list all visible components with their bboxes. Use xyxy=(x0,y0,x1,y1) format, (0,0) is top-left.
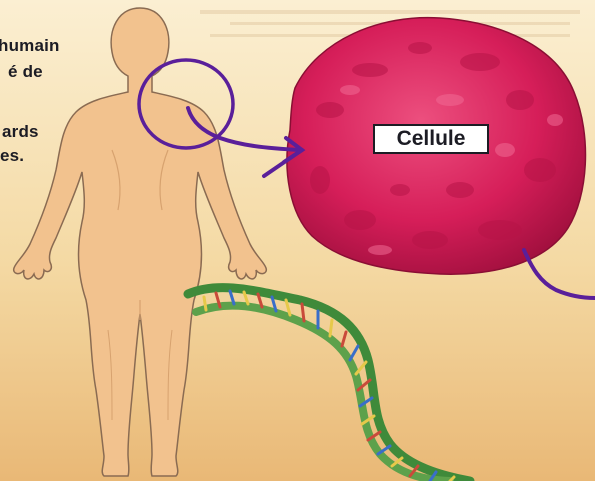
text-fragment-3: ards xyxy=(2,122,39,142)
cell-label: Cellule xyxy=(373,124,489,154)
text-fragment-1: humain xyxy=(0,36,60,56)
text-fragment-4: es. xyxy=(0,146,24,166)
text-fragment-2: é de xyxy=(8,62,43,82)
